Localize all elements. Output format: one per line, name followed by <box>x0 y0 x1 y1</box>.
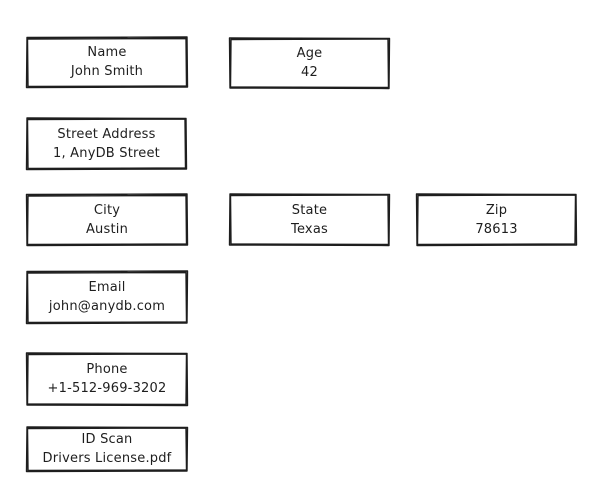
id-scan-label: ID Scan <box>81 432 133 447</box>
city-label: City <box>93 202 121 218</box>
id-scan-field-box: ID Scan Drivers License.pdf <box>25 426 189 473</box>
street-address-label: Street Address <box>57 126 156 142</box>
phone-field-box: Phone +1-512-969-3202 <box>25 352 189 407</box>
state-label: State <box>291 202 328 218</box>
zip-field-box: Zip 78613 <box>415 193 578 247</box>
name-value: John Smith <box>70 64 144 79</box>
name-field-box: Name John Smith <box>25 36 189 89</box>
id-scan-value: Drivers License.pdf <box>42 451 172 466</box>
phone-label: Phone <box>86 362 128 377</box>
age-value: 42 <box>301 65 318 80</box>
zip-label: Zip <box>485 202 508 218</box>
name-label: Name <box>87 45 127 60</box>
state-field-box: State Texas <box>228 193 391 247</box>
street-address-field-box: Street Address 1, AnyDB Street <box>25 117 188 171</box>
age-label: Age <box>296 46 323 61</box>
state-value: Texas <box>291 221 328 237</box>
email-field-box: Email john@anydb.com <box>25 270 189 325</box>
zip-value: 78613 <box>475 221 518 237</box>
city-field-box: City Austin <box>25 193 189 247</box>
email-label: Email <box>88 280 126 295</box>
email-value: john@anydb.com <box>48 299 166 314</box>
city-value: Austin <box>85 221 129 237</box>
street-address-value: 1, AnyDB Street <box>53 145 160 161</box>
phone-value: +1-512-969-3202 <box>47 381 167 396</box>
age-field-box: Age 42 <box>228 37 391 90</box>
